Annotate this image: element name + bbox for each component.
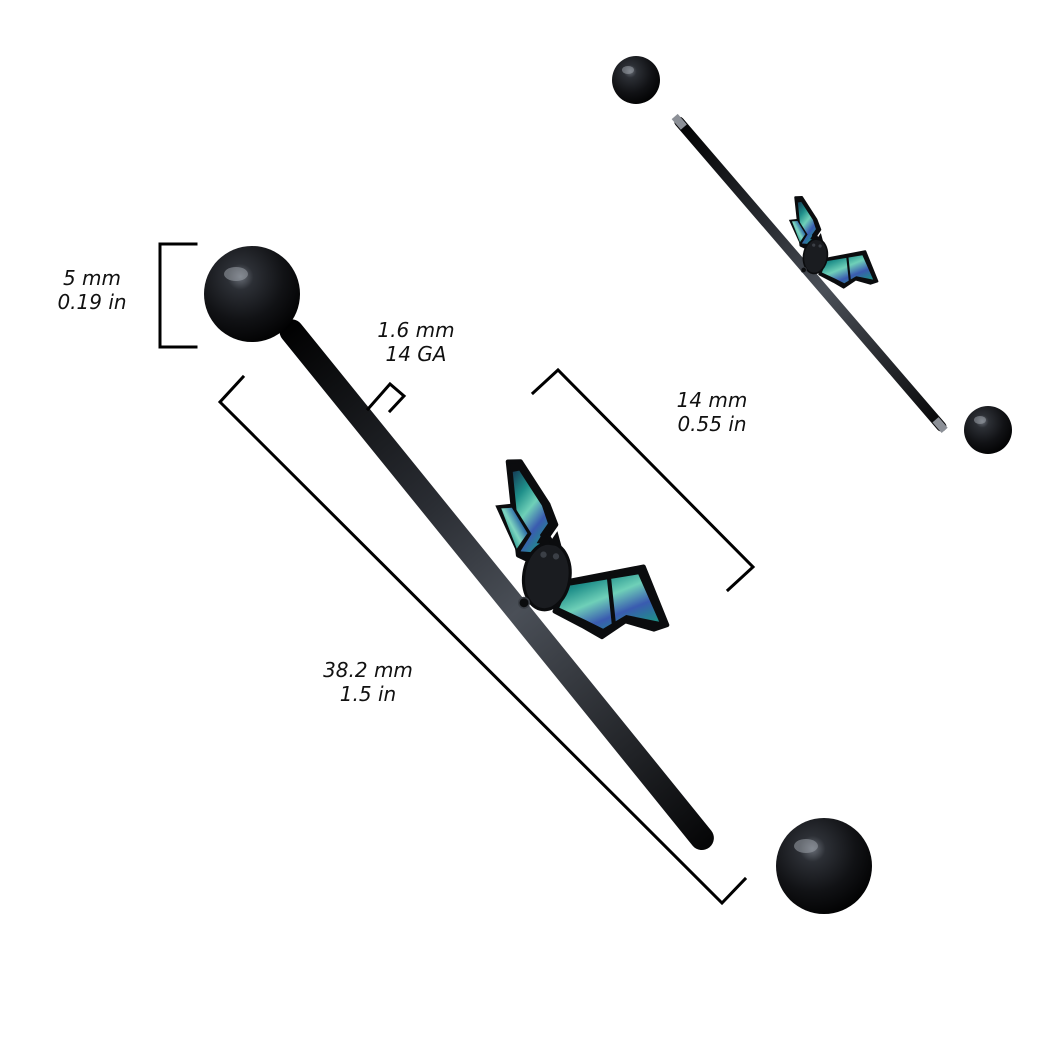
small-bar — [674, 116, 947, 432]
gauge-label: 1.6 mm 14 GA — [368, 318, 464, 366]
main-barbell — [204, 246, 872, 914]
length-metric: 38.2 mm — [323, 658, 413, 682]
gauge-metric: 1.6 mm — [377, 318, 455, 342]
ornament-size-label: 14 mm 0.55 in — [664, 388, 760, 436]
ball-size-imperial: 0.19 in — [57, 290, 127, 314]
ball-dimension-bracket — [158, 242, 198, 349]
small-top-ball — [612, 56, 660, 104]
gauge-dimension-bracket — [365, 381, 407, 414]
ornament-size-metric: 14 mm — [676, 388, 748, 412]
small-bat-ornament — [779, 194, 889, 294]
gauge-imperial: 14 GA — [385, 342, 447, 366]
ornament-size-imperial: 0.55 in — [677, 412, 747, 436]
small-bottom-ball — [964, 406, 1012, 454]
barbell-bottom-ball — [776, 818, 872, 914]
ball-size-metric: 5 mm — [62, 266, 122, 290]
ball-size-label: 5 mm 0.19 in — [44, 266, 140, 314]
length-dimension-bracket — [217, 374, 748, 906]
ornament-dimension-bracket — [530, 367, 756, 593]
barbell-top-ball — [204, 246, 300, 342]
disassembled-barbell — [612, 56, 1012, 454]
length-imperial: 1.5 in — [339, 682, 397, 706]
length-label: 38.2 mm 1.5 in — [308, 658, 428, 706]
barbell-bar — [279, 319, 714, 851]
